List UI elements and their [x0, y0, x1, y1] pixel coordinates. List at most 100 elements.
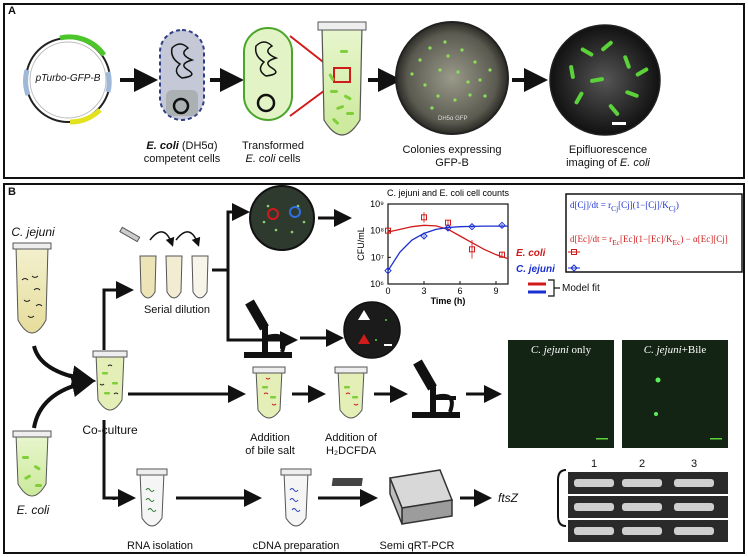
data-point — [421, 214, 427, 221]
epifluorescence-image — [549, 24, 661, 136]
cdna-label: cDNA preparation — [252, 540, 340, 552]
thermal-cycler — [331, 469, 454, 525]
legend-marker — [570, 264, 578, 272]
transformed-line2: cells — [275, 153, 301, 165]
x-tick-label: 6 — [457, 286, 462, 296]
y-axis-label: CFU/mL — [356, 227, 366, 261]
rna-label: RNA isolation — [126, 540, 194, 552]
x-tick-label: 3 — [421, 286, 426, 296]
plasmid-label: pTurbo-GFP-B — [35, 73, 101, 84]
pcr-label: Semi qRT-PCR — [379, 540, 455, 552]
serial-dilution-label: Serial dilution — [143, 304, 211, 316]
panel-b — [3, 183, 745, 554]
culture-tube-transformed — [317, 21, 367, 136]
data-point — [499, 251, 505, 258]
data-point — [385, 227, 391, 234]
transformed-line1: Transformed — [242, 140, 304, 152]
bile-line1: Addition — [250, 432, 290, 444]
dcf-line1: Addition of — [325, 432, 377, 444]
arrow-ec-to-coculture — [32, 373, 96, 429]
transformed-cell — [243, 27, 337, 121]
equation-ec: d[Ec]/dt = rEc[Ec](1−[Ec]/KEc) − α[Ec][C… — [570, 234, 728, 247]
ecoli-tube — [12, 430, 52, 497]
dcfda-tube — [334, 366, 368, 419]
panel-a — [3, 3, 745, 179]
lane-3: 3 — [690, 458, 698, 470]
microscope-icon-2 — [412, 359, 460, 418]
bile-salt-tube — [252, 366, 286, 419]
panel-b-label: B — [8, 186, 16, 198]
epifluorescence-caption: Epifluorescence imaging of E. coli — [548, 144, 668, 170]
coculture-tube — [92, 350, 128, 411]
x-tick-label: 9 — [493, 286, 498, 296]
epi-species: E. coli — [619, 157, 650, 169]
fluor-panel-only — [508, 340, 614, 448]
microscope-icon — [244, 299, 292, 358]
data-point — [468, 222, 476, 231]
agar-plate: DH5α GFP — [395, 21, 509, 135]
ecoli-tube-label: E. coli — [16, 503, 50, 517]
transformed-species: E. coli — [245, 153, 276, 165]
gel-bracket — [557, 469, 567, 527]
data-point — [498, 221, 506, 230]
micrograph-bile-caption: C. jejuni+Bile — [622, 344, 728, 357]
plasmid-map — [23, 34, 112, 125]
bile-suffix: +Bile — [681, 344, 707, 356]
cjejuni-tube-label: C. jejuni — [11, 225, 55, 239]
data-point — [444, 224, 452, 232]
arrow-to-dilution — [102, 281, 134, 350]
x-axis-label: Time (h) — [431, 296, 466, 306]
ftsz-label: ftsZ — [498, 491, 518, 505]
gel-image — [568, 472, 728, 542]
colonies-caption: Colonies expressing GFP-B — [392, 144, 512, 170]
coculture-label: Co-culture — [82, 423, 138, 437]
legend-marker — [571, 249, 577, 255]
model-fit-label: Model fit — [562, 283, 600, 294]
data-point — [384, 266, 392, 275]
colonies-line2: GFP-B — [435, 157, 469, 169]
competent-line2: competent cells — [143, 153, 221, 165]
chart-title: C. jejuni and E. coli cell counts — [387, 188, 510, 198]
y-tick-label: 10⁷ — [371, 252, 384, 262]
only-species: C. jejuni — [530, 344, 569, 356]
competent-species: E. coli — [146, 140, 179, 152]
x-tick-label: 0 — [385, 286, 390, 296]
lane-1: 1 — [590, 458, 598, 470]
panel-a-label: A — [8, 5, 16, 17]
plate-label: DH5α GFP — [438, 116, 467, 122]
epi-line1: Epifluorescence — [568, 144, 648, 156]
dcf-line2: H₂DCFDA — [325, 445, 377, 457]
competent-cells-caption: E. coli (DH5α) competent cells — [128, 140, 236, 166]
bile-line2: of bile salt — [245, 445, 295, 457]
competent-cell — [159, 29, 205, 121]
competent-strain: (DH5α) — [178, 140, 218, 152]
arrow-to-plate — [212, 203, 250, 272]
cocultured-micrograph — [343, 301, 401, 359]
y-tick-label: 10⁶ — [370, 279, 384, 289]
equation-box — [565, 193, 743, 273]
y-tick-label: 10⁸ — [370, 226, 384, 236]
lane-2: 2 — [638, 458, 646, 470]
serial-dilution-tubes — [119, 226, 209, 299]
cdna-tube — [280, 468, 312, 527]
fluor-panel-bile — [622, 340, 728, 448]
colonies-line1: Colonies expressing — [402, 144, 502, 156]
y-tick-label: 10⁹ — [370, 199, 384, 209]
equation-cj: d[Cj]/dt = rCj[Cj](1−[Cj]/KCj) — [570, 200, 679, 213]
transformed-cells-caption: Transformed E. coli cells — [236, 140, 310, 166]
cjejuni-tube — [12, 242, 52, 334]
counting-plate — [249, 185, 315, 251]
data-point — [469, 246, 475, 253]
legend-label: E. coli — [516, 248, 546, 259]
rna-tube — [136, 468, 168, 527]
data-point — [420, 232, 428, 240]
micrograph-only-caption: C. jejuni only — [508, 344, 614, 357]
bile-species: C. jejuni — [643, 344, 682, 356]
epi-line2: imaging of — [566, 157, 620, 169]
chart-frame — [387, 203, 509, 285]
